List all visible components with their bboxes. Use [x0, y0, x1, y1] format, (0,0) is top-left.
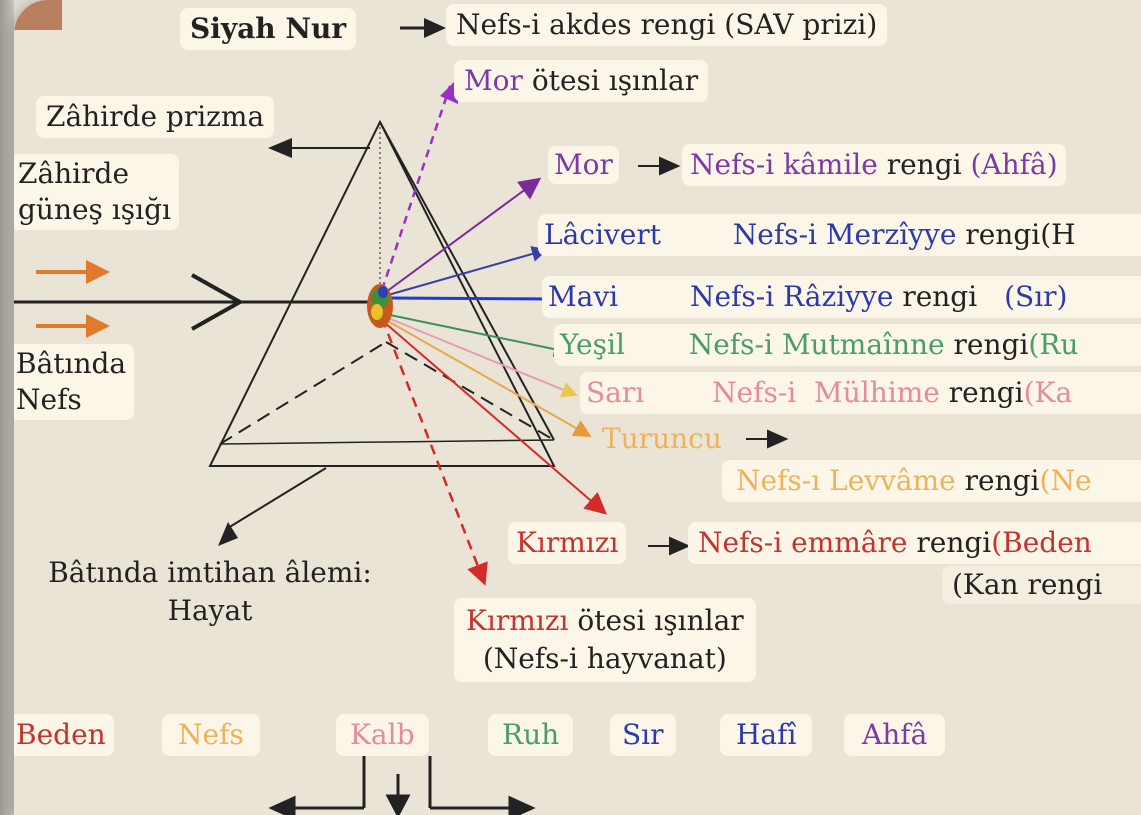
batinda-imtihan-line2: Hayat	[167, 594, 253, 627]
nefs-raziyye-rengi: rengi	[902, 280, 978, 313]
bottom-ruh: Ruh	[488, 714, 574, 756]
nefs-emmare: Nefs-i emmâre	[698, 526, 908, 559]
spectrum-rays	[380, 78, 608, 586]
diagram-frame: Siyah Nur Nefs-i akdes rengi (SAV prizi)…	[14, 0, 1141, 815]
nefs-merziyye: Nefs-i Merzîyye	[732, 218, 957, 251]
zahirde-prizma-arrow	[268, 138, 370, 158]
bottom-nefs-text: Nefs	[178, 718, 244, 751]
batinda-imtihan-line1: Bâtında imtihan âlemi:	[48, 556, 372, 589]
spectrum-nefs-mor: Nefs-i kâmile rengi (Ahfâ)	[682, 144, 1066, 186]
kan-rengi-text: (Kan rengi	[952, 568, 1103, 601]
bottom-beden-text: Beden	[16, 718, 106, 751]
spectrum-row-lacivert: Lâcivert Nefs-i Merzîyye rengi(H	[538, 214, 1141, 256]
color-word-turuncu: Turuncu	[602, 422, 722, 455]
spectrum-row-sari: Sarı Nefs-i Mülhime rengi(Ka	[580, 372, 1141, 414]
siyah-nur-label: Siyah Nur	[180, 8, 357, 50]
batinda-nefs-line2: Nefs	[16, 383, 82, 416]
kirmizi-otesi-label: Kırmızı ötesi ışınlar (Nefs-i hayvanat)	[454, 598, 756, 682]
nefs-kamile: Nefs-i kâmile	[690, 148, 878, 181]
bottom-kalb: Kalb	[336, 714, 429, 756]
zahirde-prizma-label: Zâhirde prizma	[36, 96, 275, 138]
mor-otesi-label: Mor ötesi ışınlar	[454, 60, 709, 102]
prism-diagram-svg	[14, 18, 789, 815]
spectrum-nefs-turuncu: Nefs-ı Levvâme rengi(Ne	[722, 460, 1141, 502]
spectrum-color-mor: Mor	[548, 146, 619, 184]
color-word-mavi: Mavi	[548, 280, 619, 313]
nefs-kamile-paren: (Ahfâ)	[970, 148, 1058, 181]
mor-otesi-word: Mor	[464, 64, 523, 97]
bottom-ahfa-text: Ahfâ	[862, 718, 928, 751]
batinda-nefs-label: Bâtında Nefs	[14, 344, 135, 420]
kan-rengi-label: (Kan rengi	[942, 566, 1141, 604]
corner-accent	[14, 0, 62, 30]
siyah-nur-desc-text: Nefs-i akdes rengi (SAV prizi)	[456, 8, 878, 41]
zahirde-gunes-line1: Zâhirde	[18, 157, 130, 190]
nefs-raziyye: Nefs-i Râziyye	[689, 280, 894, 313]
bottom-ahfa: Ahfâ	[844, 714, 946, 756]
zahirde-prizma-text: Zâhirde prizma	[46, 100, 265, 133]
mor-otesi-rest: ötesi ışınlar	[531, 64, 699, 97]
color-word-lacivert: Lâcivert	[544, 218, 661, 251]
nefs-mulhime: Nefs-i Mülhime	[712, 376, 940, 409]
siyah-nur-arrow	[400, 18, 446, 38]
nefs-emmare-paren: (Beden	[991, 526, 1092, 559]
nefs-mutmainne-rengi: rengi	[953, 328, 1029, 361]
left-edge-shade	[0, 0, 14, 815]
nefs-raziyye-paren: (Sır)	[1004, 280, 1068, 313]
nefs-mutmainne: Nefs-i Mutmaînne	[688, 328, 945, 361]
bottom-tree	[268, 756, 536, 815]
nefs-mutmainne-paren: (Ru	[1028, 328, 1079, 361]
nefs-merziyye-paren: (H	[1040, 218, 1076, 251]
incoming-light	[14, 260, 380, 338]
kirmizi-otesi-word: Kırmızı	[466, 604, 569, 637]
spectrum-row-yesil: Yeşil Nefs-i Mutmaînne rengi(Ru	[554, 324, 1141, 366]
nefs-emmare-rengi: rengi	[916, 526, 992, 559]
batinda-imtihan-arrow	[218, 467, 327, 546]
zahirde-gunes-label: Zâhirde güneş ışığı	[14, 154, 179, 230]
nefs-kamile-rengi: rengi	[886, 148, 962, 181]
prism-gem	[367, 284, 393, 328]
kirmizi-otesi-rest: ötesi ışınlar	[577, 604, 744, 637]
bottom-kalb-text: Kalb	[350, 718, 415, 751]
spectrum-color-kirmizi: Kırmızı	[508, 522, 627, 564]
siyah-nur-desc-label: Nefs-i akdes rengi (SAV prizi)	[446, 4, 888, 46]
nefs-mulhime-paren: (Ka	[1023, 376, 1073, 409]
bottom-hafi-text: Hafî	[736, 718, 797, 751]
batinda-imtihan-label: Bâtında imtihan âlemi: Hayat	[20, 552, 400, 632]
nefs-levvame-paren: (Ne	[1039, 464, 1092, 497]
siyah-nur-text: Siyah Nur	[190, 12, 347, 45]
prism-triangle	[208, 119, 556, 467]
zahirde-gunes-line2: güneş ışığı	[18, 193, 171, 226]
nefs-mulhime-rengi: rengi	[948, 376, 1024, 409]
spectrum-color-turuncu: Turuncu	[596, 420, 728, 458]
nefs-merziyye-rengi: rengi	[965, 218, 1041, 251]
bottom-hafi: Hafî	[720, 714, 813, 756]
nefs-levvame: Nefs-ı Levvâme	[736, 464, 956, 497]
color-word-mor: Mor	[554, 148, 613, 181]
spectrum-nefs-kirmizi: Nefs-i emmâre rengi(Beden	[688, 522, 1141, 564]
bottom-nefs: Nefs	[162, 714, 260, 756]
bottom-sir: Sır	[610, 714, 676, 756]
color-word-kirmizi: Kırmızı	[516, 526, 619, 559]
bottom-ruh-text: Ruh	[502, 718, 560, 751]
bottom-beden: Beden	[14, 714, 114, 756]
bottom-sir-text: Sır	[622, 718, 664, 751]
kirmizi-otesi-line2: (Nefs-i hayvanat)	[482, 642, 727, 675]
nefs-levvame-rengi: rengi	[964, 464, 1040, 497]
color-word-sari: Sarı	[586, 376, 645, 409]
color-word-yesil: Yeşil	[560, 328, 625, 361]
spectrum-row-mavi: Mavi Nefs-i Râziyye rengi (Sır)	[542, 276, 1141, 318]
batinda-nefs-line1: Bâtında	[16, 347, 127, 380]
